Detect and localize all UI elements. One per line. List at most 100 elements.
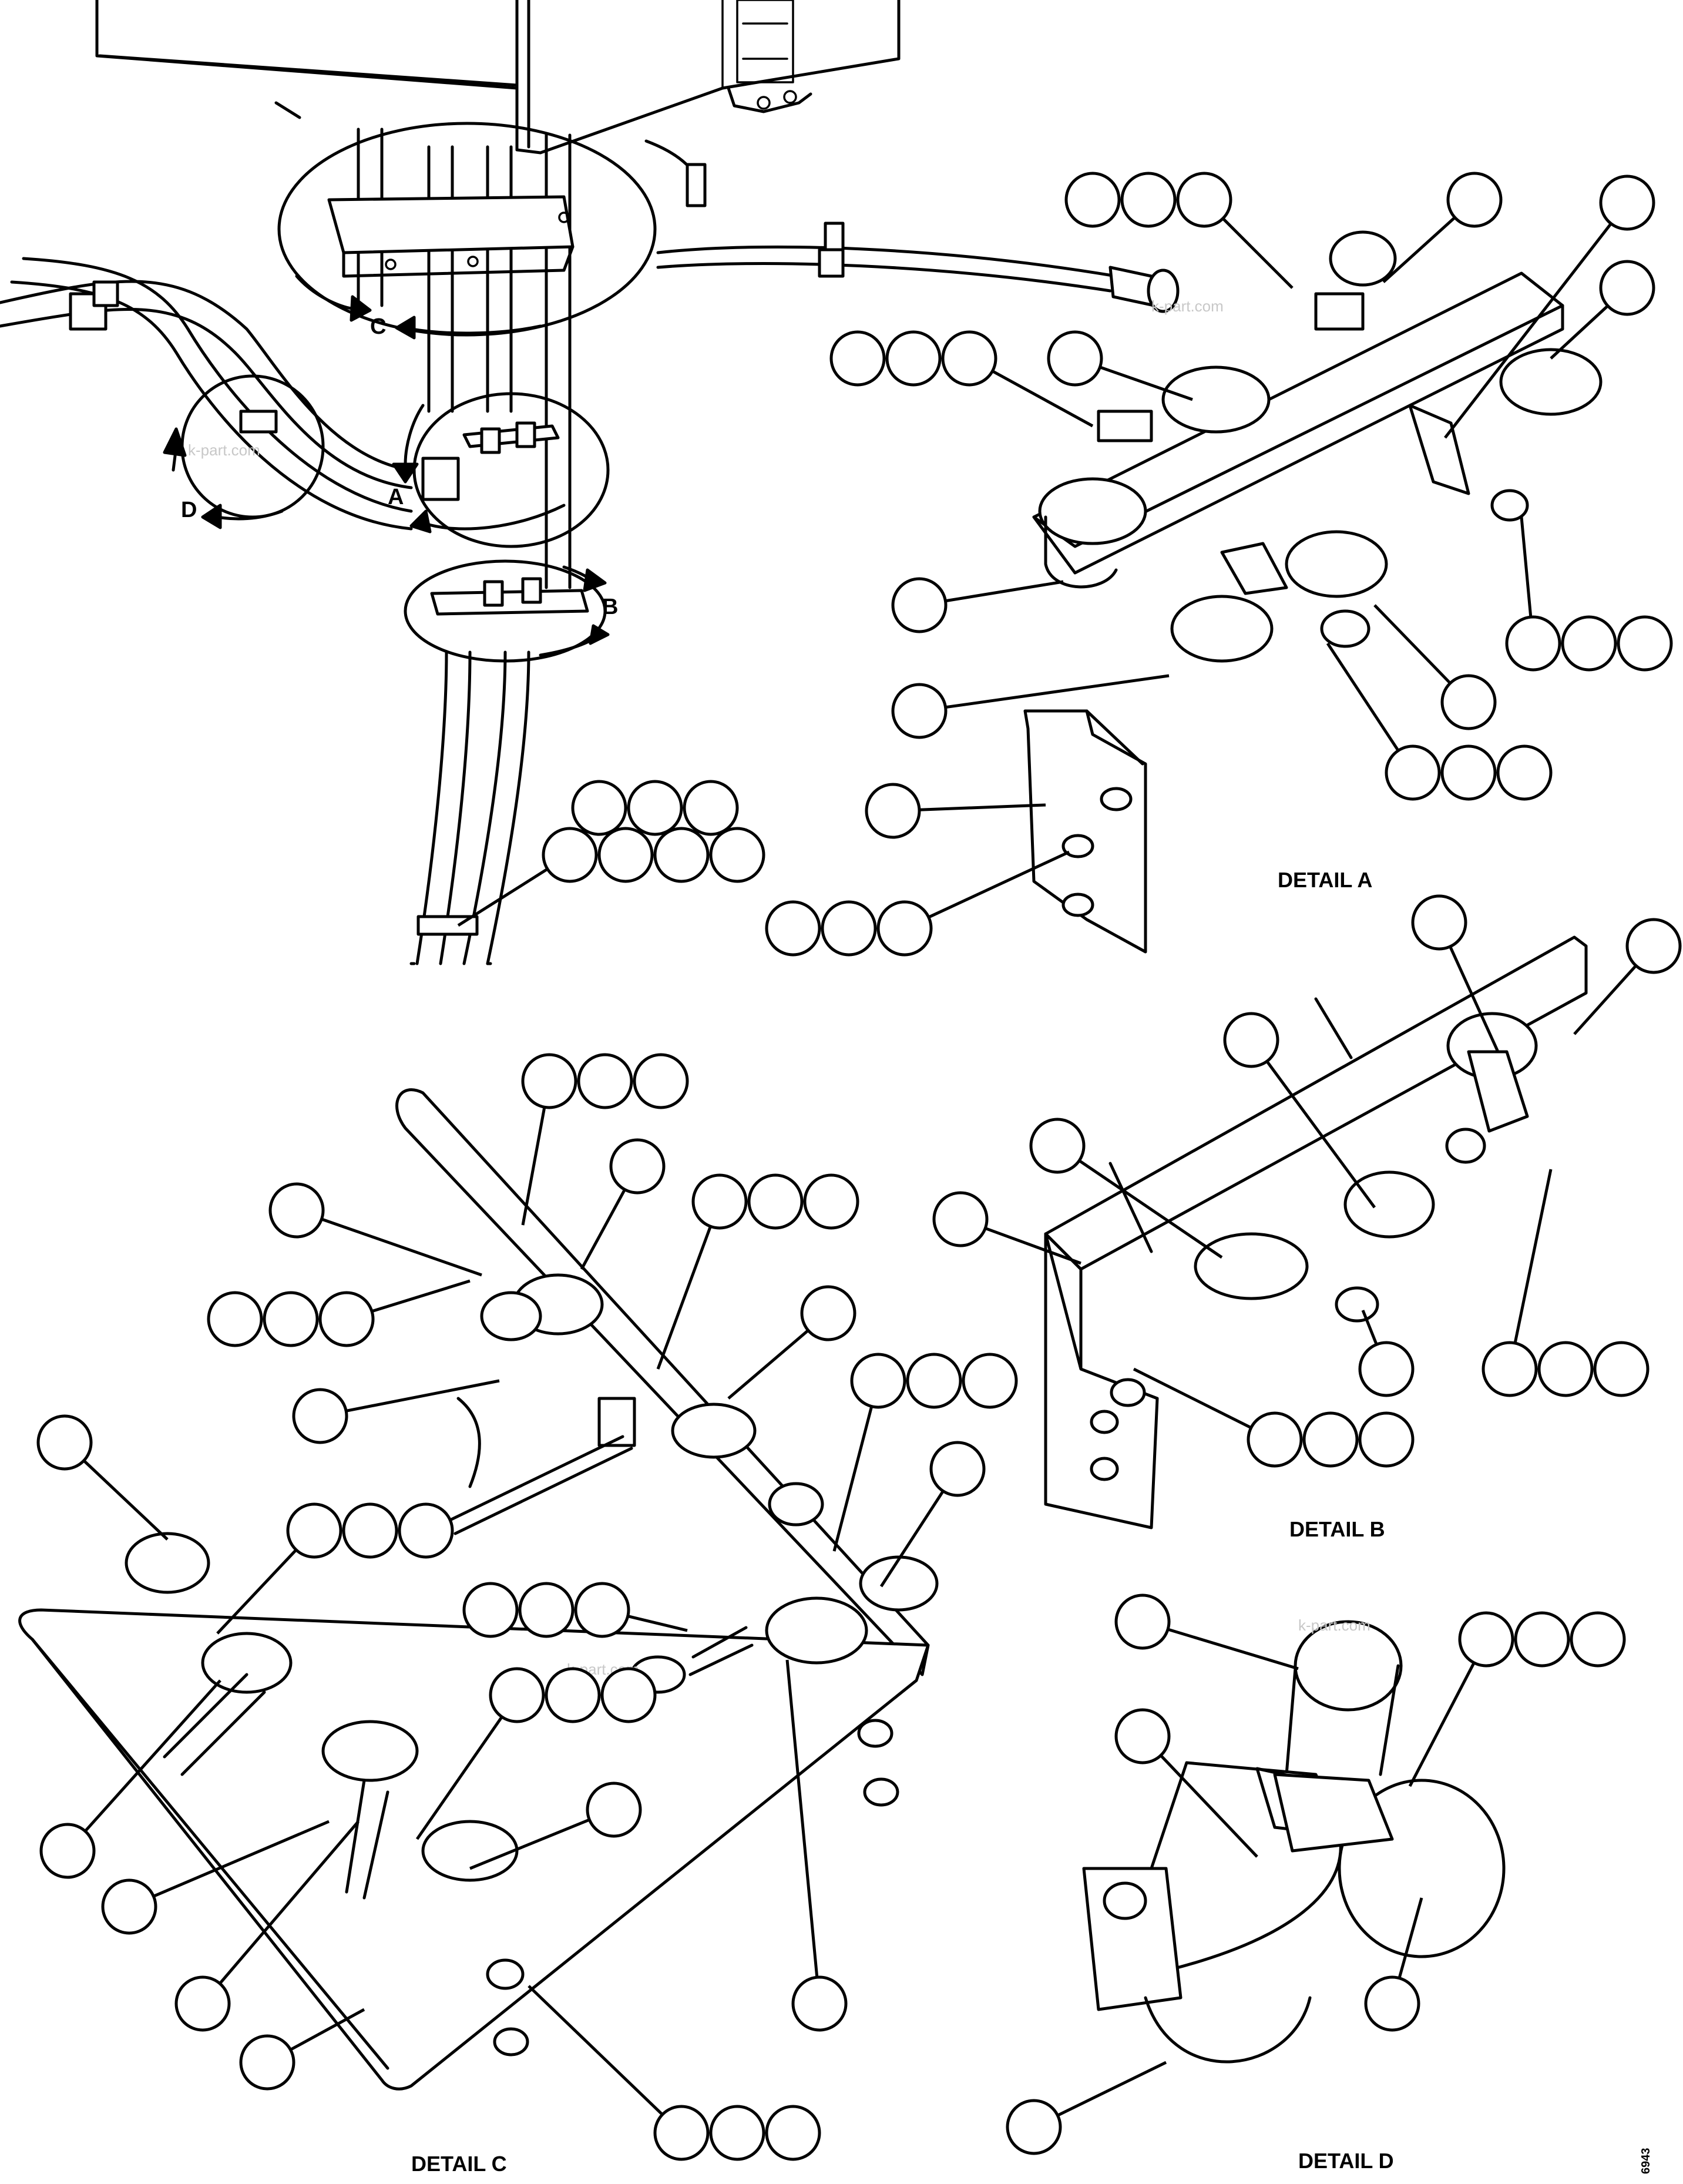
callout-bubble-33	[1223, 1012, 1279, 1068]
callout-leader-line	[1326, 642, 1400, 752]
callout-bubble-7	[829, 330, 886, 387]
callout-bubble-26	[653, 827, 710, 883]
callout-bubble-51	[691, 1173, 748, 1230]
callout-leader-line	[656, 1226, 712, 1370]
callout-bubble-61	[286, 1502, 342, 1559]
callout-bubble-60	[36, 1414, 93, 1471]
callout-leader-line	[627, 1615, 688, 1632]
callout-leader-line	[216, 1549, 297, 1635]
main-assembly-view	[0, 0, 1180, 965]
view-label-a: A	[388, 485, 404, 509]
view-label-d: D	[181, 498, 197, 522]
callout-bubble-12	[1505, 615, 1561, 672]
callout-bubble-31	[1411, 894, 1467, 951]
detail-d-drawing	[1082, 1620, 1506, 2064]
callout-leader-line	[521, 1106, 546, 1226]
callout-bubble-32	[1625, 918, 1682, 974]
view-label-b: B	[602, 595, 618, 619]
callout-leader-line	[1550, 304, 1609, 360]
callout-leader-line	[1444, 223, 1613, 439]
callout-bubble-36	[1482, 1341, 1538, 1397]
callout-bubble-66	[574, 1582, 630, 1638]
callout-bubble-14	[1617, 615, 1673, 672]
detail-c-title: DETAIL C	[411, 2152, 507, 2176]
callout-bubble-18	[1440, 744, 1497, 801]
callout-bubble-54	[800, 1285, 856, 1341]
callout-bubble-79	[1458, 1611, 1514, 1668]
callout-bubble-76	[653, 2105, 710, 2161]
callout-leader-line	[84, 1679, 221, 1833]
figure-id: 6943	[1640, 2148, 1652, 2175]
callout-bubble-13	[1561, 615, 1617, 672]
callout-bubble-85	[1006, 2099, 1062, 2155]
callout-leader-line	[457, 867, 549, 927]
callout-bubble-34	[1029, 1118, 1086, 1174]
callout-bubble-6	[1599, 260, 1655, 316]
callout-leader-line	[985, 1227, 1081, 1265]
callout-bubble-57	[906, 1353, 962, 1409]
callout-bubble-19	[1496, 744, 1553, 801]
callout-bubble-17	[1385, 744, 1441, 801]
callout-bubble-42	[1358, 1341, 1415, 1397]
callout-leader-line	[1408, 1662, 1476, 1787]
callout-leader-line	[1133, 1367, 1252, 1430]
callout-leader-line	[469, 1818, 590, 1870]
callout-bubble-83	[1114, 1708, 1171, 1764]
callout-leader-line	[1373, 604, 1452, 685]
callout-bubble-72	[101, 1878, 157, 1935]
callout-bubble-70	[586, 1782, 642, 1838]
callout-leader-line	[945, 580, 1064, 603]
callout-bubble-44	[577, 1053, 633, 1109]
callout-leader-line	[919, 803, 1046, 811]
detail-a-title: DETAIL A	[1278, 868, 1372, 892]
callout-leader-line	[1513, 1169, 1553, 1344]
callout-bubble-11	[891, 577, 948, 633]
detail-c-drawing	[18, 1088, 939, 2091]
callout-bubble-24	[542, 827, 598, 883]
callout-leader-line	[1398, 1897, 1423, 1979]
callout-bubble-80	[1514, 1611, 1570, 1668]
callout-leader-line	[928, 850, 1070, 919]
callout-bubble-37	[1537, 1341, 1594, 1397]
callout-bubble-20	[865, 783, 921, 839]
callout-bubble-2	[1120, 172, 1177, 228]
callout-leader-line	[1573, 964, 1637, 1035]
callout-bubble-50	[318, 1291, 375, 1347]
callout-bubble-81	[1570, 1611, 1626, 1668]
callout-bubble-23	[683, 780, 739, 836]
callout-bubble-40	[1302, 1411, 1359, 1468]
callout-leader-line	[528, 1985, 664, 2116]
callout-leader-line	[345, 1379, 500, 1413]
callout-bubble-10	[1047, 330, 1103, 387]
callout-bubble-77	[709, 2105, 765, 2161]
callout-leader-line	[1160, 1754, 1258, 1858]
callout-bubble-56	[850, 1353, 906, 1409]
callout-leader-line	[1449, 945, 1500, 1053]
callout-bubble-84	[1364, 1975, 1420, 2032]
watermark-2: k-part.com	[188, 441, 260, 459]
callout-leader-line	[580, 1189, 626, 1270]
callout-bubble-46	[609, 1138, 666, 1195]
callout-leader-line	[1078, 1159, 1223, 1259]
callout-bubble-67	[489, 1667, 545, 1723]
callout-bubble-68	[545, 1667, 601, 1723]
callout-leader-line	[1520, 516, 1533, 618]
callout-leader-line	[219, 1820, 360, 1985]
callout-leader-line	[1057, 2061, 1167, 2117]
callout-leader-line	[321, 1217, 482, 1277]
detail-b-title: DETAIL B	[1289, 1517, 1385, 1541]
callout-bubble-21	[571, 780, 627, 836]
callout-bubble-59	[929, 1441, 986, 1497]
watermark-4: k-part.com	[1298, 1616, 1370, 1634]
callout-bubble-75	[791, 1975, 848, 2032]
callout-bubble-78	[765, 2105, 821, 2161]
callout-leader-line	[1222, 217, 1294, 289]
callout-bubble-29	[821, 900, 877, 957]
callout-bubble-48	[207, 1291, 263, 1347]
callout-bubble-16	[1440, 674, 1497, 730]
callout-leader-line	[1265, 1060, 1376, 1209]
callout-bubble-25	[597, 827, 654, 883]
callout-bubble-41	[1358, 1411, 1415, 1468]
callout-bubble-8	[885, 330, 942, 387]
